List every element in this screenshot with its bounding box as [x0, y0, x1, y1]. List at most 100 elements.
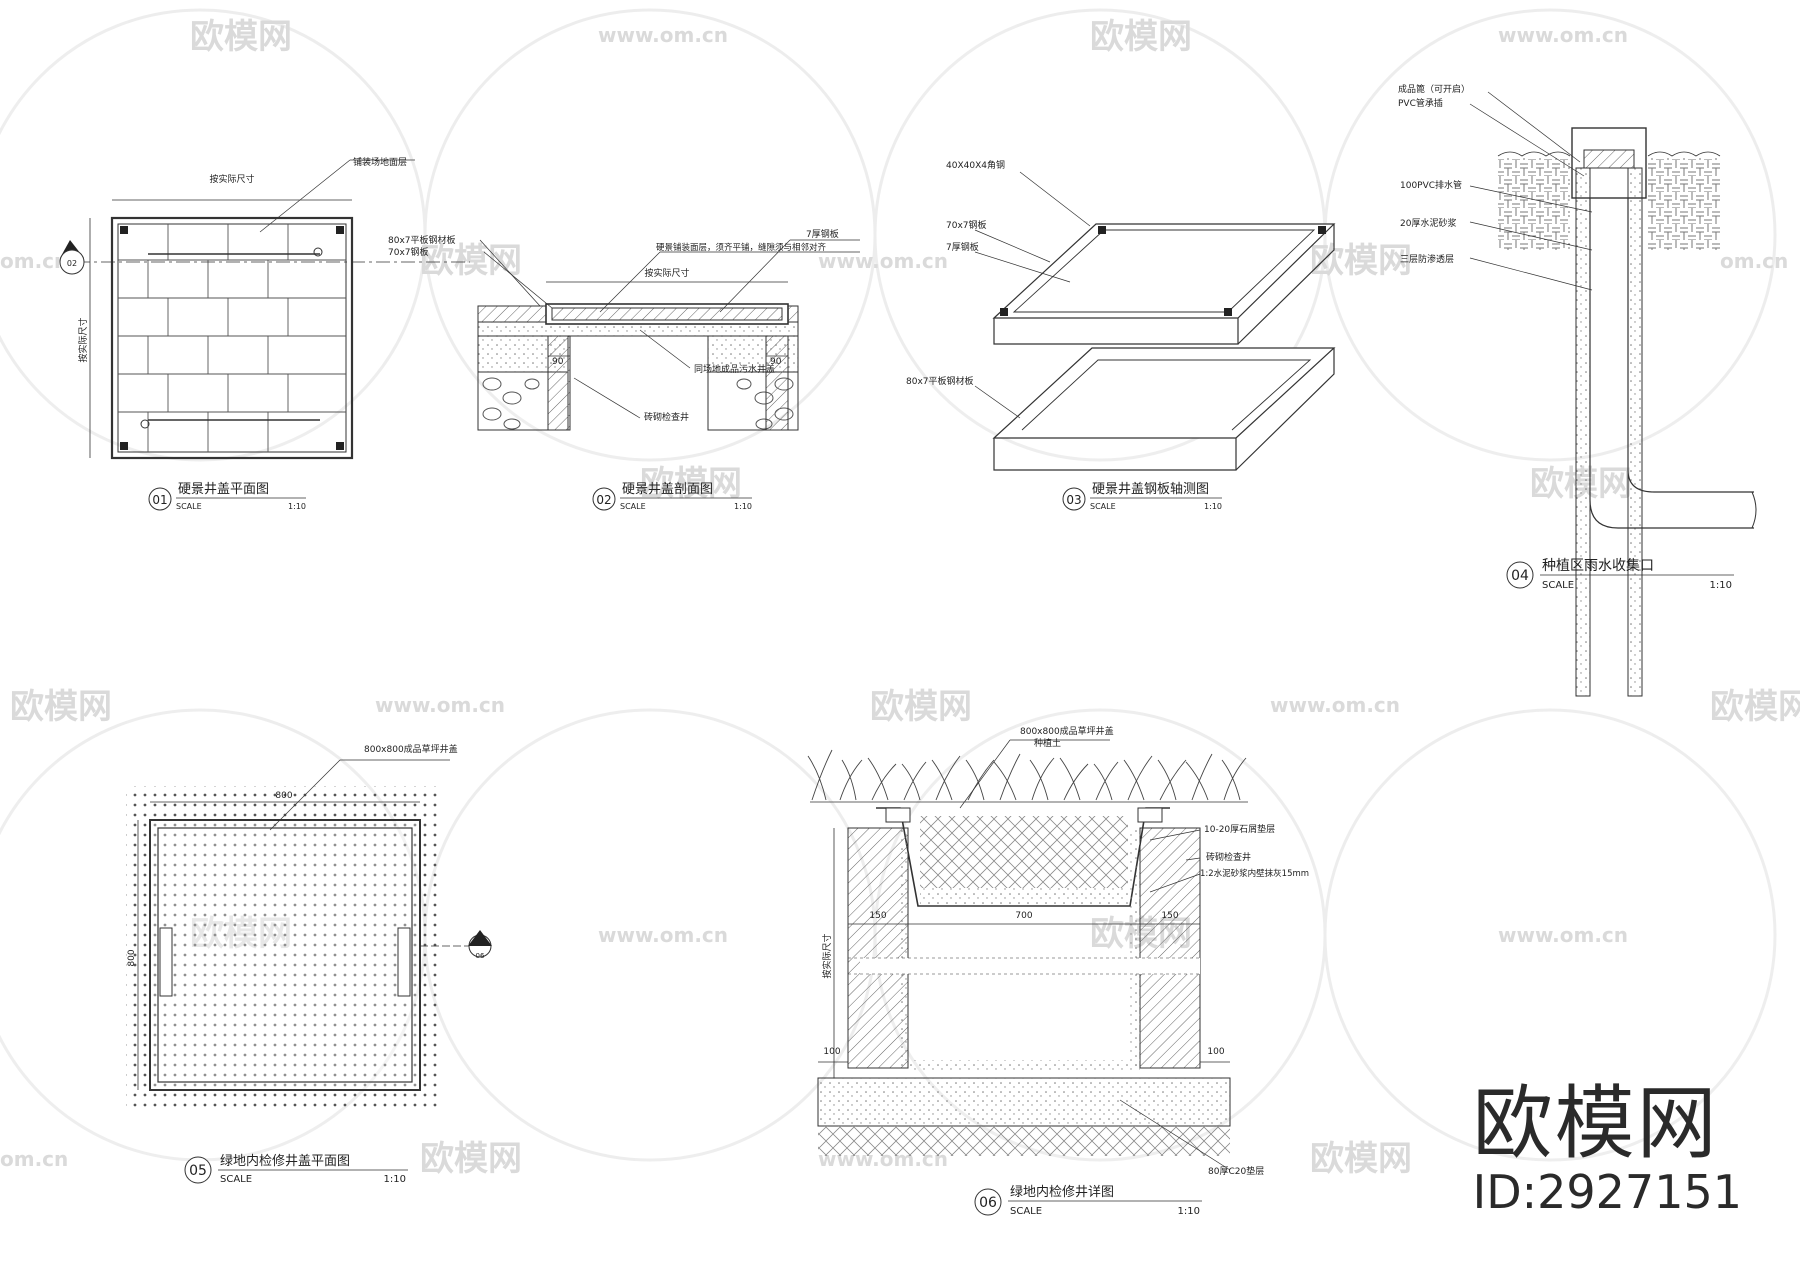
leader-text: 硬景铺装面层，须齐平铺，缝隙须与相邻对齐: [656, 242, 827, 253]
frame-top-face: [992, 223, 1336, 319]
watermark-site: www.om.cn: [1270, 693, 1400, 717]
dim-text: 90: [770, 357, 782, 367]
cover-frame: [149, 819, 421, 1091]
watermark-site: www.om.cn: [598, 23, 728, 47]
leader-text: 100PVC排水管: [1400, 179, 1462, 191]
leader-text: 砖砌检查井: [644, 411, 689, 423]
scale-label: SCALE: [1542, 580, 1574, 591]
dim-text: 700: [1015, 911, 1032, 921]
tray-front-face: [993, 438, 1237, 471]
dim-text: 100: [823, 1047, 840, 1057]
watermark-brand: 欧模网: [870, 687, 972, 727]
pipe-outer: [1627, 198, 1754, 493]
panel-02-section: [477, 239, 860, 431]
watermark-site: om.cn: [1720, 249, 1788, 273]
title-text: 种植区雨水收集口: [1542, 557, 1654, 574]
leader-text: 1:2水泥砂浆内壁抹灰15mm: [1200, 868, 1309, 879]
brand-logo: 欧模网 ID:2927151: [1472, 1082, 1742, 1219]
watermark-brand: 欧模网: [1310, 1139, 1412, 1179]
title-number: 01: [152, 493, 167, 507]
scale-label: SCALE: [1010, 1206, 1042, 1217]
brand-logo-id: ID:2927151: [1472, 1165, 1742, 1219]
dim-text: 150: [869, 911, 886, 921]
title-text: 硬景井盖剖面图: [622, 482, 713, 497]
scale-label: SCALE: [1090, 502, 1116, 511]
watermark-brand: 欧模网: [190, 17, 292, 57]
panel-title-04: 04 种植区雨水收集口 SCALE 1:10: [1506, 557, 1734, 591]
leader-text: 80x7平板钢材板: [388, 234, 456, 246]
title-number: 04: [1511, 568, 1529, 584]
panel-title-03: 03 硬景井盖钢板轴测图 SCALE 1:10: [1062, 482, 1222, 511]
scale-label: SCALE: [176, 502, 202, 511]
panel-title-01: 01 硬景井盖平面图 SCALE 1:10: [148, 482, 306, 511]
soil-right: [1648, 158, 1720, 250]
title-text: 绿地内检修井详图: [1010, 1184, 1114, 1200]
scale-value: 1:10: [734, 502, 752, 511]
angle-brackets: [1000, 226, 1326, 316]
panel-01-plan: [76, 159, 470, 460]
handle-left: [159, 927, 173, 997]
watermark-brand: 欧模网: [10, 687, 112, 727]
tray-inner-edge: [1021, 359, 1312, 431]
watermark-site: om.cn: [0, 1147, 68, 1171]
watermark-brand: 欧模网: [640, 464, 742, 504]
watermark-brand: 欧模网: [420, 241, 522, 281]
leader-text: 10-20厚石屑垫层: [1204, 823, 1275, 835]
pipe-inner: [1589, 198, 1754, 529]
dim-text: 按实际尺寸: [644, 267, 689, 279]
leader-text: 砖砌检查井: [1206, 851, 1251, 863]
paving-grid: [118, 224, 346, 452]
leader-text: 800x800成品草坪井盖: [1020, 725, 1114, 737]
leader-text: 80x7平板钢材板: [906, 375, 974, 387]
panel-title-06: 06 绿地内检修井详图 SCALE 1:10: [974, 1184, 1202, 1217]
leader-text: 铺装场地面层: [353, 156, 407, 168]
frame-inner-edge: [1012, 229, 1316, 313]
dim-text-top: 按实际尺寸: [209, 173, 254, 185]
section-mark-circle: [59, 249, 85, 275]
leader-line: [259, 159, 351, 233]
title-text: 硬景井盖钢板轴测图: [1092, 482, 1209, 497]
leader-text: 70x7钢板: [946, 219, 987, 231]
panel-title-02: 02 硬景井盖剖面图 SCALE 1:10: [592, 482, 752, 511]
section-mark-icon: [468, 930, 492, 946]
tray-side-face: [1235, 348, 1335, 471]
cover-inner: [157, 827, 413, 1083]
panel-04-rain-inlet: [1469, 91, 1757, 697]
leader-text: 7厚钢板: [946, 241, 979, 253]
leader-text: 种植土: [1034, 737, 1061, 749]
mortar-left: [1575, 167, 1591, 697]
watermark-site: www.om.cn: [375, 693, 505, 717]
panel-06-well-section: [807, 739, 1248, 1171]
scale-value: 1:10: [1204, 502, 1222, 511]
mortar-right: [1627, 167, 1643, 697]
leader-text: 40X40X4角钢: [946, 159, 1005, 171]
cover-infill: [551, 307, 783, 321]
handle-right: [397, 927, 411, 997]
dim-text: 100: [1207, 1047, 1224, 1057]
leader-text: PVC管承插: [1398, 97, 1443, 109]
watermark-site: www.om.cn: [818, 249, 948, 273]
watermark-site: www.om.cn: [598, 923, 728, 947]
concrete-base: [817, 1077, 1231, 1127]
watermark-brand: 欧模网: [1090, 17, 1192, 57]
planting-soil: [920, 816, 1128, 888]
leader-text: 80厚C20垫层: [1208, 1165, 1264, 1177]
title-number: 05: [189, 1163, 207, 1179]
scale-label: SCALE: [220, 1174, 252, 1185]
title-text: 绿地内检修井盖平面图: [220, 1153, 350, 1169]
leader-text: 同场地成品污水井盖: [694, 363, 775, 375]
dim-text: 按实际尺寸: [821, 933, 833, 978]
compacted-soil: [818, 1126, 1230, 1156]
leader-text: 800x800成品草坪井盖: [364, 743, 458, 755]
brick-wall-right: [1139, 827, 1201, 1069]
watermark-site: om.cn: [0, 249, 68, 273]
leader-text: 20厚水泥砂浆: [1400, 217, 1456, 229]
leader-text: 70x7钢板: [388, 246, 429, 258]
title-number: 06: [979, 1195, 997, 1211]
title-text: 硬景井盖平面图: [178, 482, 269, 497]
watermark-site: www.om.cn: [1498, 923, 1628, 947]
dim-text: 150: [1161, 911, 1178, 921]
watermark-site: www.om.cn: [1498, 23, 1628, 47]
title-number: 02: [596, 493, 611, 507]
